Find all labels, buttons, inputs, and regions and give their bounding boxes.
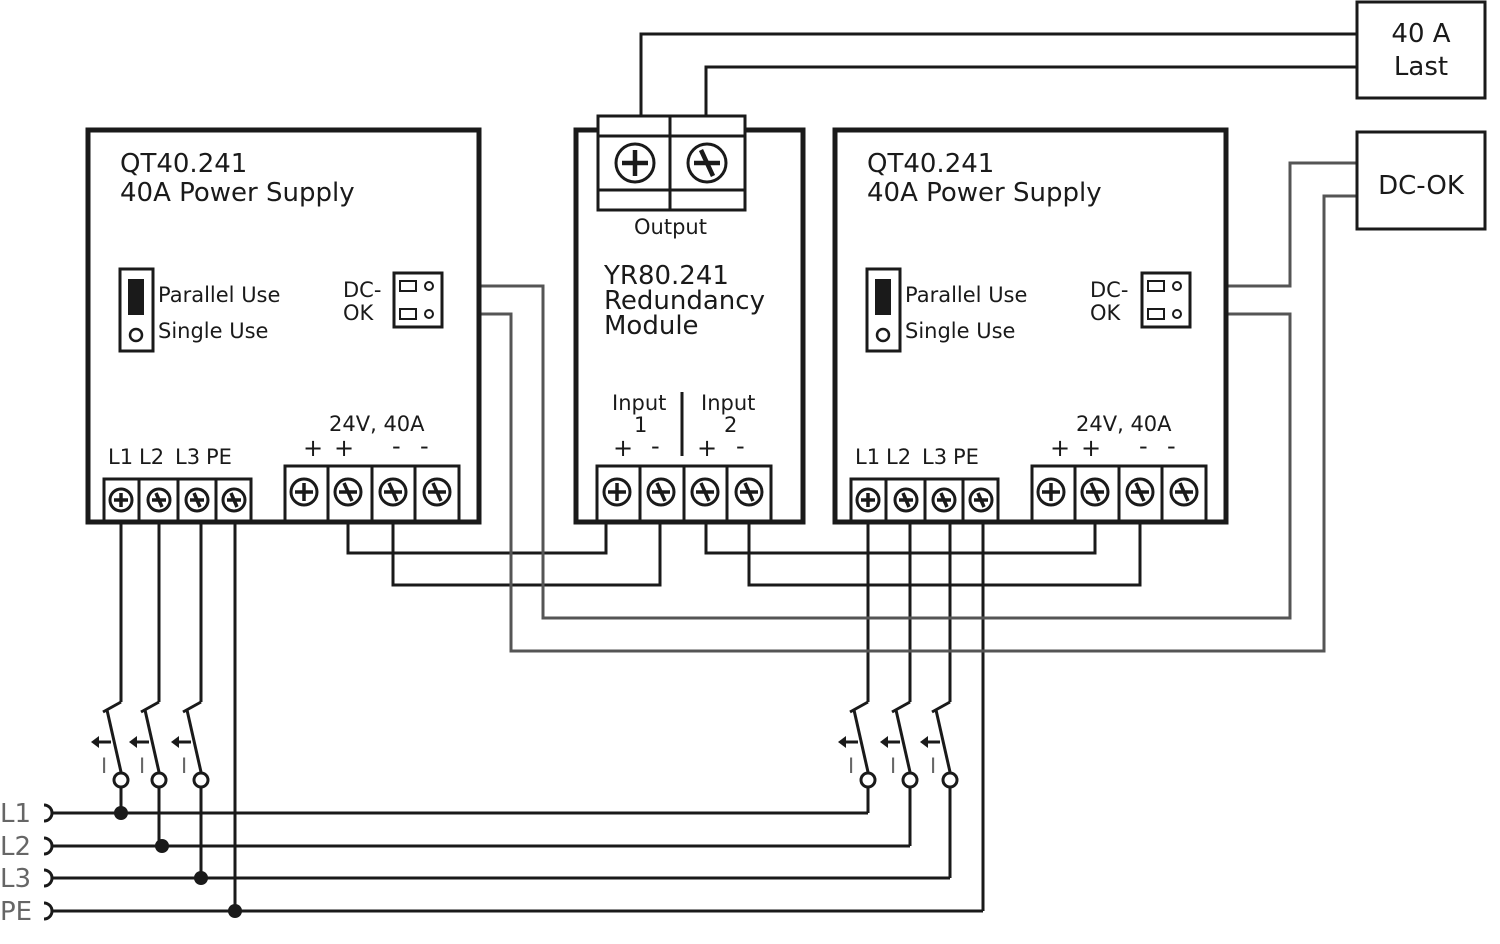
out-terminal-label: - bbox=[420, 432, 429, 460]
dcok-label-line1: DC- bbox=[1090, 278, 1128, 302]
module-model: YR80.241 bbox=[603, 261, 729, 291]
mains-label-l3: L3 bbox=[0, 864, 31, 894]
output-label: Output bbox=[634, 215, 707, 239]
out-terminal-label: - bbox=[392, 432, 401, 460]
out-terminal-label: + bbox=[303, 434, 323, 462]
mains-label-l1: L1 bbox=[0, 799, 31, 829]
parallel-single-jumper[interactable] bbox=[865, 267, 902, 353]
out-terminal-label: - bbox=[1167, 432, 1176, 460]
input1-number: 1 bbox=[634, 413, 647, 437]
left-psu-ac-wires bbox=[119, 521, 237, 911]
ac-terminal-label: L3 bbox=[175, 445, 200, 469]
input-terminal-block[interactable] bbox=[595, 464, 773, 523]
ac-input-terminal-block[interactable] bbox=[849, 477, 1000, 523]
dcok-connector[interactable] bbox=[392, 271, 444, 329]
psu-title: 40A Power Supply bbox=[867, 178, 1102, 208]
out-terminal-label: + bbox=[1050, 434, 1070, 462]
ac-terminal-label: PE bbox=[953, 445, 979, 469]
dc-output-terminal-block[interactable] bbox=[1030, 464, 1208, 523]
load-box: 40 A Last bbox=[1355, 0, 1487, 100]
mains-label-l2: L2 bbox=[0, 832, 31, 862]
input1-label: Input bbox=[612, 391, 666, 415]
load-current: 40 A bbox=[1391, 19, 1450, 49]
ac-terminal-label: L1 bbox=[108, 445, 133, 469]
mains-wires bbox=[52, 811, 983, 913]
mains-terminal-icon bbox=[43, 803, 54, 823]
dcok-box: DC-OK bbox=[1355, 130, 1487, 231]
ac-terminal-label: PE bbox=[206, 445, 232, 469]
input-terminal-label: - bbox=[736, 432, 745, 460]
switch-mark: I bbox=[101, 754, 107, 778]
switch-mark: I bbox=[848, 754, 854, 778]
input-terminal-label: + bbox=[697, 434, 717, 462]
left-breaker-switches[interactable]: I I I bbox=[91, 700, 210, 789]
dcok-signal-wires bbox=[435, 161, 1357, 653]
dcok-box-label: DC-OK bbox=[1378, 171, 1465, 201]
switch-mark: I bbox=[930, 754, 936, 778]
parallel-single-jumper[interactable] bbox=[118, 267, 155, 353]
mains-terminal-icon bbox=[43, 901, 54, 921]
right-breaker-switches[interactable]: I I I bbox=[838, 700, 959, 789]
output-terminal-block[interactable] bbox=[596, 114, 747, 212]
right-psu-ac-wires bbox=[866, 521, 985, 911]
left-power-supply: QT40.241 40A Power Supply Parallel Use S… bbox=[85, 127, 482, 525]
psu-model: QT40.241 bbox=[867, 149, 994, 179]
ac-terminal-label: L2 bbox=[139, 445, 164, 469]
out-terminal-label: - bbox=[1139, 432, 1148, 460]
output-rating: 24V, 40A bbox=[329, 412, 425, 436]
switch-mark: I bbox=[890, 754, 896, 778]
switch-mark: I bbox=[181, 754, 187, 778]
out-terminal-label: + bbox=[1081, 434, 1101, 462]
switch-mark: I bbox=[139, 754, 145, 778]
ac-terminal-label: L1 bbox=[855, 445, 880, 469]
dcok-label-line2: OK bbox=[1090, 301, 1122, 325]
jumper-parallel-label: Parallel Use bbox=[905, 283, 1027, 307]
jumper-single-label: Single Use bbox=[158, 319, 268, 343]
psu-model: QT40.241 bbox=[120, 149, 247, 179]
right-power-supply: QT40.241 40A Power Supply Parallel Use S… bbox=[832, 127, 1229, 525]
mains-label-pe: PE bbox=[0, 897, 32, 927]
jumper-single-label: Single Use bbox=[905, 319, 1015, 343]
dcok-connector[interactable] bbox=[1140, 271, 1192, 329]
input-terminal-label: - bbox=[651, 432, 660, 460]
load-label: Last bbox=[1394, 52, 1448, 82]
input-terminal-label: + bbox=[613, 434, 633, 462]
input2-label: Input bbox=[701, 391, 755, 415]
ac-input-terminal-block[interactable] bbox=[102, 477, 253, 523]
module-title-line2: Module bbox=[604, 311, 699, 341]
redundancy-module: Output YR80.241 Redundancy Module Input … bbox=[573, 114, 806, 525]
out-terminal-label: + bbox=[334, 434, 354, 462]
dc-output-terminal-block[interactable] bbox=[283, 464, 461, 523]
input2-number: 2 bbox=[724, 413, 737, 437]
dcok-label-line1: DC- bbox=[343, 278, 381, 302]
mains-terminal-icon bbox=[43, 836, 54, 856]
mains-terminal-icon bbox=[43, 868, 54, 888]
junction-dots bbox=[114, 806, 242, 918]
dcok-label-line2: OK bbox=[343, 301, 375, 325]
load-wires bbox=[639, 32, 1357, 118]
jumper-parallel-label: Parallel Use bbox=[158, 283, 280, 307]
output-rating: 24V, 40A bbox=[1076, 412, 1172, 436]
module-title-line1: Redundancy bbox=[604, 286, 765, 316]
mains-inputs: L1 L2 L3 PE bbox=[0, 799, 54, 927]
ac-terminal-label: L3 bbox=[922, 445, 947, 469]
ac-terminal-label: L2 bbox=[886, 445, 911, 469]
dc-output-wires bbox=[346, 521, 1142, 587]
psu-title: 40A Power Supply bbox=[120, 178, 355, 208]
